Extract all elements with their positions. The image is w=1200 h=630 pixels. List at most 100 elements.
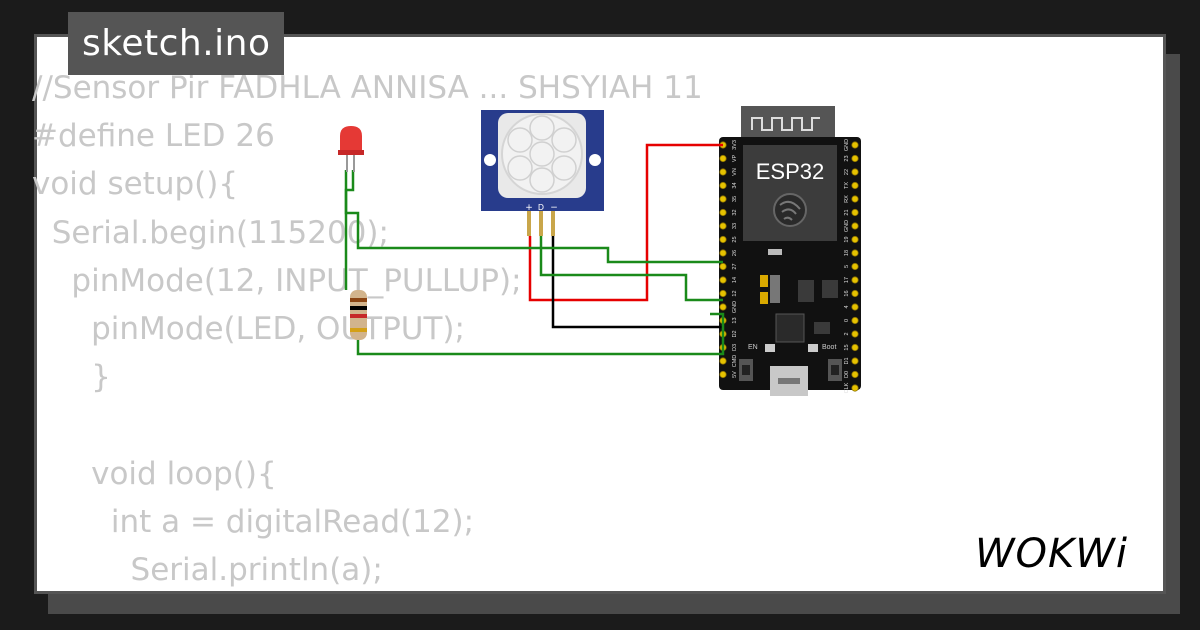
header-pin[interactable]: [719, 357, 727, 365]
header-pin[interactable]: [719, 370, 727, 379]
pir-vcc-label: +: [525, 203, 533, 213]
pir-sensor[interactable]: + D −: [481, 110, 604, 236]
pir-dome-pattern: [507, 115, 577, 193]
header-pin[interactable]: [719, 249, 727, 257]
resistor-band: [350, 314, 367, 318]
pin-label: GND: [844, 139, 850, 151]
pin-label: D3: [732, 344, 738, 351]
header-pin[interactable]: [719, 262, 727, 271]
wire-pir-data: [539, 236, 723, 302]
header-pin[interactable]: [851, 357, 859, 365]
pin-label: 5: [844, 265, 850, 268]
header-pin[interactable]: [851, 235, 859, 244]
pir-gnd-label: −: [550, 203, 558, 213]
pin-label: GND: [844, 220, 850, 232]
header-pin[interactable]: [851, 154, 859, 163]
espressif-logo-icon: [773, 193, 807, 227]
wire-led-cathode: [344, 170, 355, 290]
header-pin[interactable]: [851, 222, 859, 230]
header-pin[interactable]: [851, 370, 859, 379]
wokwi-logo: WOKWi: [975, 531, 1127, 577]
header-pin[interactable]: [851, 276, 859, 284]
header-pin[interactable]: [851, 330, 859, 338]
pin-label: 34: [732, 182, 738, 188]
header-pin[interactable]: [851, 343, 859, 352]
code-line: Serial.println(a);: [32, 551, 383, 588]
header-pin[interactable]: [719, 289, 727, 298]
pin-label: 35: [732, 196, 738, 202]
header-pin[interactable]: [851, 303, 859, 311]
wire-resistor-gnd: [356, 312, 725, 356]
usb-uart-chip: [775, 313, 805, 343]
file-tab[interactable]: sketch.ino: [68, 12, 285, 75]
header-pin[interactable]: [719, 303, 727, 311]
header-pin[interactable]: [719, 208, 727, 217]
code-line: //Sensor Pir FADHLA ANNISA ... SHSYIAH 1…: [32, 70, 703, 106]
header-pin[interactable]: [851, 262, 859, 271]
pir-pin: [551, 211, 555, 236]
pin-label: 33: [732, 223, 738, 229]
code-preview: //Sensor Pir FADHLA ANNISA ... SHSYIAH 1…: [32, 64, 703, 594]
pin-label: 16: [844, 290, 850, 296]
pin-label: CMD: [732, 355, 738, 368]
pin-label: 17: [844, 277, 850, 283]
header-pin[interactable]: [719, 154, 727, 163]
header-pin[interactable]: [719, 168, 727, 176]
resistor[interactable]: [350, 290, 367, 340]
pin-label: 27: [732, 263, 738, 269]
header-pin[interactable]: [719, 276, 727, 284]
header-pin[interactable]: [719, 195, 727, 203]
esp32-board[interactable]: ESP32 EN Boot 3V3VPVN343532332526271412G…: [719, 106, 861, 396]
header-pin[interactable]: [851, 208, 859, 217]
pin-label: 5V: [732, 371, 738, 378]
code-line: int a = digitalRead(12);: [32, 503, 475, 540]
pir-data-label: D: [538, 203, 544, 212]
header-pin[interactable]: [719, 235, 727, 244]
mcu-label: ESP32: [756, 159, 825, 184]
pin-label: D2: [732, 330, 738, 337]
pin-label: D1: [844, 357, 850, 364]
header-pin[interactable]: [851, 141, 859, 149]
resistor-band: [350, 328, 367, 332]
pin-label: TX: [844, 182, 850, 189]
code-line: pinMode(LED, OUTPUT);: [32, 310, 465, 347]
header-pin[interactable]: [851, 181, 859, 190]
code-line: #define LED 26: [32, 118, 275, 155]
smd-component: [760, 292, 768, 304]
pin-label: 0: [844, 319, 850, 322]
pin-label: 4: [844, 305, 850, 308]
en-label: EN: [748, 344, 758, 351]
usb-port-slot: [778, 378, 800, 384]
header-pin[interactable]: [851, 195, 859, 203]
led-red[interactable]: [338, 126, 364, 172]
resistor-band: [350, 298, 367, 302]
smd-component: [814, 322, 830, 334]
smd-component: [765, 344, 775, 352]
header-pin[interactable]: [851, 249, 859, 257]
pin-label: 22: [844, 169, 850, 175]
code-line: void setup(){: [32, 166, 239, 203]
pin-label: 21: [844, 209, 850, 215]
led-rim: [338, 150, 364, 155]
header-pin[interactable]: [719, 181, 727, 190]
pin-label: 18: [844, 250, 850, 256]
pin-label: VP: [732, 155, 738, 163]
header-pin[interactable]: [851, 316, 859, 325]
pin-label: 32: [732, 209, 738, 215]
header-pin[interactable]: [851, 384, 859, 392]
header-pin[interactable]: [851, 168, 859, 176]
en-button-cap: [742, 365, 750, 375]
pir-pin: [527, 211, 531, 236]
header-pin[interactable]: [719, 222, 727, 230]
smd-component: [822, 280, 838, 298]
led-body: [340, 126, 362, 152]
pin-label: RX: [844, 195, 850, 203]
pin-label: 2: [844, 332, 850, 335]
code-line: Serial.begin(115200);: [32, 214, 389, 251]
mount-hole: [484, 154, 496, 166]
boot-label: Boot: [822, 344, 836, 351]
header-pin[interactable]: [851, 289, 859, 298]
